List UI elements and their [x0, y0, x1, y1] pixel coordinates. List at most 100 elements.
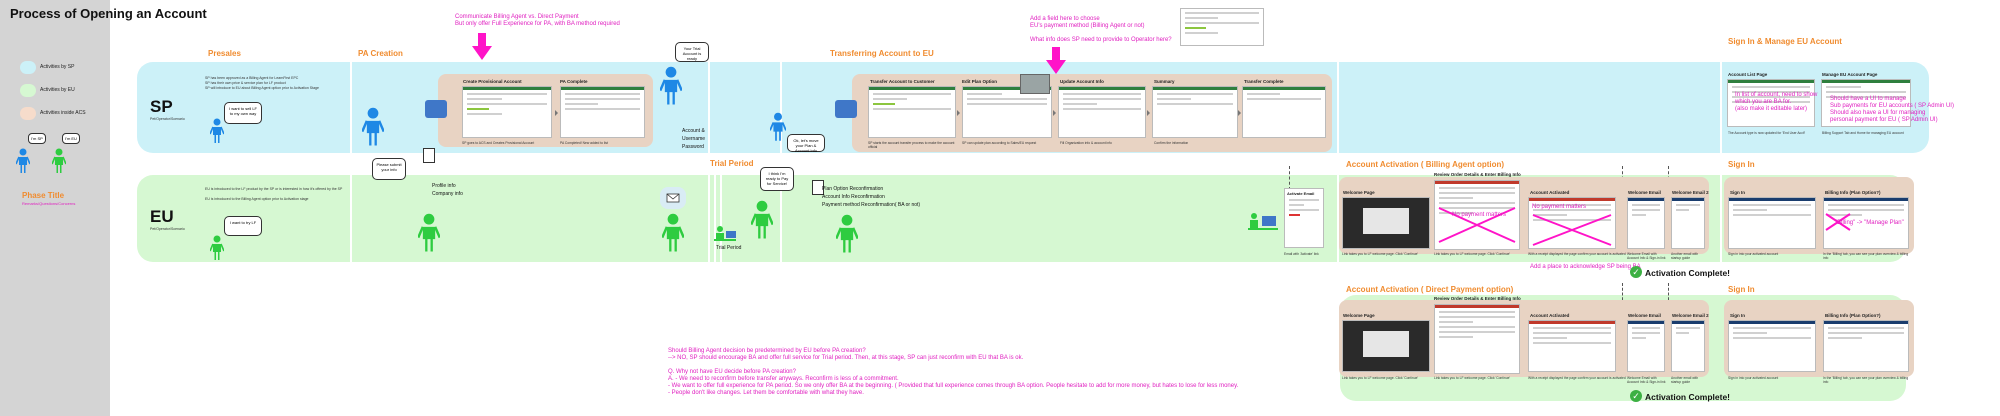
sign-in-1-caption-1: Sign in into your activated account — [1728, 252, 1779, 256]
sign-in-2-caption-2: In the 'Billing' tab, you can see your p… — [1823, 376, 1909, 384]
flow-arrow-icon — [1238, 110, 1241, 116]
transfer-sp-bubble: Ok, let's move your Plan & Account info — [787, 134, 825, 153]
pa-sp-person-2-icon — [660, 66, 682, 106]
sign-in-2-screen — [1728, 320, 1816, 372]
activation-ba-no-payment-2: No payment matters — [1532, 204, 1587, 210]
activation-ba-caption-4: Welcome Email with Account Info & Sign-i… — [1627, 252, 1666, 260]
transfer-screen-3 — [1058, 86, 1146, 138]
legend-label-acs: Activities inside ACS — [40, 110, 86, 116]
divider-trial-2 — [714, 155, 716, 267]
phase-legend-title: Phase Title — [22, 191, 65, 200]
activation-ba-caption-5: Another email with startup guide — [1671, 252, 1699, 260]
transfer-screen-title-3: Update Account Info — [1060, 79, 1104, 84]
manage-note-right-1: Should have a UI to manage — [1830, 96, 1907, 102]
transfer-sp-person-icon — [770, 112, 786, 142]
pa-eu-person-2-icon — [662, 213, 684, 253]
phase-title-presales: Presales — [208, 49, 241, 58]
presales-sp-person-icon — [210, 118, 224, 144]
legend-swatch-sp — [20, 61, 36, 74]
pink-down-arrow-icon — [1046, 47, 1066, 74]
activation-ba-caption-1: Link takes you to LF welcome page. Click… — [1342, 252, 1419, 256]
flow-arrow-icon — [1147, 110, 1150, 116]
activation-ba-screen-title-4: Welcome Email — [1628, 190, 1661, 195]
transfer-screen-1 — [868, 86, 956, 138]
manage-screen-eu-account — [1821, 79, 1911, 127]
note-payment-2: EU's payment method (Billing Agent or no… — [1030, 23, 1145, 29]
presales-eu-person-icon — [210, 235, 224, 261]
activation-ba-complete: Activation Complete! — [1645, 268, 1731, 278]
activation-dp-activated-screen — [1528, 320, 1616, 372]
manage-screen-title-1: Account List Page — [1728, 72, 1768, 77]
activation-dp-caption-1: Link takes you to LF welcome page. Click… — [1342, 376, 1419, 380]
bottom-note-7: - People don't like changes. Let them be… — [668, 390, 864, 396]
sign-in-1-caption-2: In the 'Billing' tab, you can see your p… — [1823, 252, 1909, 260]
sp-lane-sub: Pet/Operator/Scenario — [150, 117, 185, 121]
presales-sp-bubble: I want to sell LF to my own way — [224, 102, 262, 124]
transfer-screen-4 — [1152, 86, 1238, 138]
pa-eu-person-icon — [418, 213, 440, 253]
presales-sp-text-3: SP will introduce to EU about Billing Ag… — [205, 86, 319, 90]
pa-screen-title-1: Create Provisional Account — [463, 79, 522, 84]
manage-note-left-2: which you are BA for. — [1735, 99, 1792, 105]
activation-ba-screen-title-1: Welcome Page — [1343, 190, 1375, 195]
pa-screen-create-provisional — [462, 86, 552, 138]
transfer-screen-title-1: Transfer Account to Customer — [870, 79, 935, 84]
sign-in-2-screen-title-2: Billing Info (Plan Option?) — [1825, 313, 1881, 318]
pa-company-info: Company info — [432, 191, 463, 197]
bottom-note-1: Should Billing Agent decision be predete… — [668, 348, 866, 354]
eu-lane-label: EU — [150, 207, 174, 226]
check-circle-icon: ✓ — [1630, 266, 1642, 278]
eu-person-computer-icon — [1248, 212, 1280, 232]
transfer-caption-2: SP can update plan according to Sales/EU… — [962, 141, 1037, 145]
pa-sp-person-icon — [362, 107, 384, 147]
phase-title-sign-in-manage: Sign In & Manage EU Account — [1728, 37, 1842, 46]
legend-label-sp: Activities by SP — [40, 64, 75, 70]
pa-caption-2: PA Completed! New added to list — [560, 141, 608, 145]
phase-title-sign-in-1: Sign In — [1728, 160, 1755, 169]
note-billing-1: Communicate Billing Agent vs. Direct Pay… — [455, 14, 579, 20]
sign-in-1-screen-title-2: Billing Info (Plan Option?) — [1825, 190, 1881, 195]
activation-dp-welcome-screen — [1342, 320, 1430, 372]
manage-screen-title-2: Manage EU Account Page — [1822, 72, 1878, 77]
divider-presales — [350, 55, 352, 267]
popup-dialog-preview — [1020, 74, 1050, 94]
manage-note-left-3: (also make it editable later) — [1735, 106, 1808, 112]
activate-email-caption: Email with 'Activate' link — [1284, 252, 1319, 256]
divider-transfer — [780, 55, 782, 267]
transfer-screen-title-2: Edit Plan Option — [962, 79, 997, 84]
manage-screen-account-list — [1727, 79, 1815, 127]
phase-title-pa-creation: PA Creation — [358, 49, 403, 58]
activation-dp-screen-title-5: Welcome Email 2 — [1672, 313, 1709, 318]
presales-eu-text-2: EU is introduced to the Billing Agent op… — [205, 197, 309, 201]
legend-eu-bubble: I'm EU — [62, 133, 80, 144]
activation-ba-no-payment-1: No payment matters — [1452, 212, 1507, 218]
divider-activation — [1337, 55, 1339, 267]
legend-sidebar — [0, 0, 110, 416]
transfer-eu-item-1: Plan Option Reconfirmation — [822, 186, 884, 192]
bottom-note-5: A. - We need to reconfirm before transfe… — [668, 376, 899, 382]
pink-down-arrow-icon — [472, 33, 492, 60]
activate-email-screen: Activate Email — [1284, 188, 1324, 248]
activation-ba-review-header: Review Order Details & Enter Billing Inf… — [1434, 172, 1521, 177]
dashed-connector — [1622, 283, 1623, 305]
manage-note-right-3: Should also have a UI for managing — [1830, 110, 1926, 116]
sign-in-2-caption-1: Sign in into your activated account — [1728, 376, 1779, 380]
legend-swatch-eu — [20, 84, 36, 97]
activation-dp-screen-title-1: Welcome Page — [1343, 313, 1375, 318]
pa-caption-1: SP goes to ACS and Creates Provisional A… — [462, 141, 535, 145]
dashed-connector — [1289, 166, 1290, 190]
flow-arrow-icon — [1053, 110, 1056, 116]
payment-option-screenshot — [1180, 8, 1264, 46]
legend-swatch-acs — [20, 107, 36, 120]
pa-profile-info: Profile info — [432, 183, 456, 189]
phase-title-transfer: Transferring Account to EU — [830, 49, 934, 58]
flow-arrow-icon — [555, 110, 558, 116]
transfer-caption-4: Confirm the information — [1154, 141, 1189, 145]
legend-label-eu: Activities by EU — [40, 87, 75, 93]
check-circle-icon: ✓ — [1630, 390, 1642, 402]
dashed-connector — [1668, 283, 1669, 305]
trial-bubble: I think I'm ready to Pay for Service! — [760, 167, 794, 191]
activation-ba-screen-title-3: Account Activated — [1530, 190, 1570, 195]
sign-in-1-billing-screen — [1823, 197, 1909, 249]
phase-title-sign-in-2: Sign In — [1728, 285, 1755, 294]
